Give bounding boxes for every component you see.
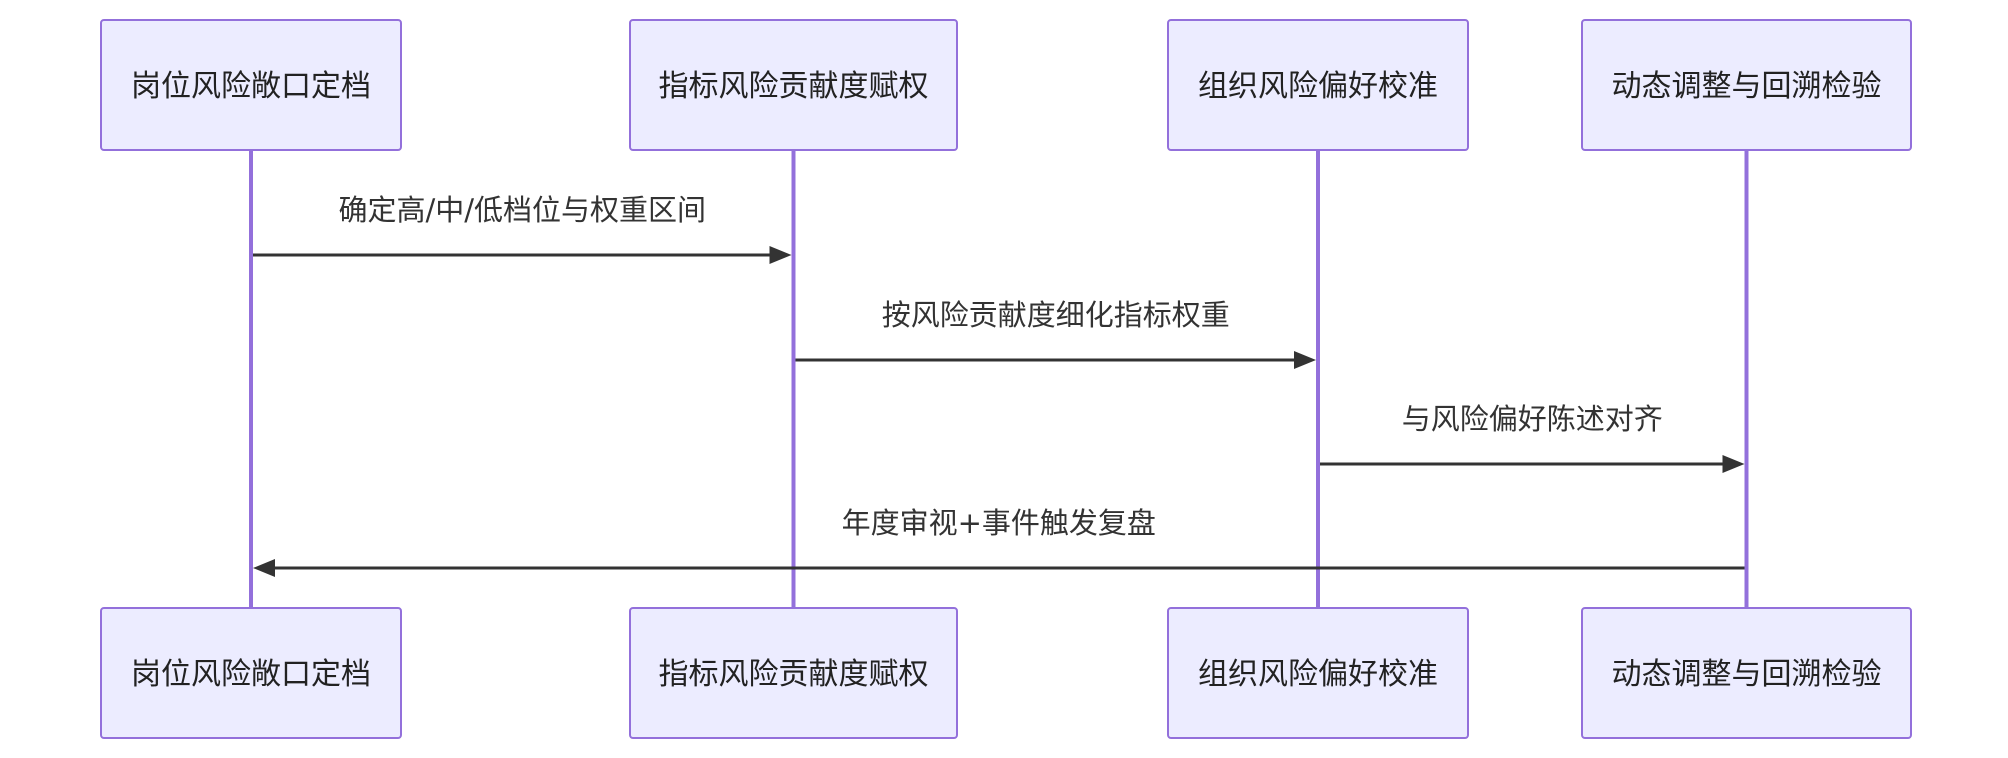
arrowhead-icon [1294, 351, 1316, 369]
lifelines [249, 150, 1749, 608]
actor-label: 动态调整与回溯检验 [1612, 69, 1882, 104]
actor-box [629, 607, 958, 739]
message-2: 按风险贡献度细化指标权重 [795, 298, 1316, 369]
actor-box [100, 19, 402, 151]
actor-box [100, 607, 402, 739]
actor-box [1581, 607, 1912, 739]
message-1: 确定高/中/低档位与权重区间 [253, 193, 792, 264]
actor-box [1167, 607, 1469, 739]
actor-bottom-p4: 动态调整与回溯检验 [1581, 607, 1912, 739]
actor-top-p3: 组织风险偏好校准 [1167, 19, 1469, 151]
message-3: 与风险偏好陈述对齐 [1320, 402, 1745, 473]
arrowhead-icon [769, 246, 792, 264]
actor-top-p4: 动态调整与回溯检验 [1581, 19, 1912, 151]
messages: 确定高/中/低档位与权重区间按风险贡献度细化指标权重与风险偏好陈述对齐年度审视+… [253, 193, 1745, 577]
actor-label: 组织风险偏好校准 [1198, 69, 1438, 104]
actor-box [1581, 19, 1912, 151]
actor-label: 组织风险偏好校准 [1198, 657, 1438, 692]
actor-label: 动态调整与回溯检验 [1612, 657, 1882, 692]
actor-label: 指标风险贡献度赋权 [659, 69, 929, 104]
actor-label: 岗位风险敞口定档 [131, 69, 371, 104]
arrowhead-icon [253, 559, 275, 577]
message-4: 年度审视+事件触发复盘 [253, 506, 1745, 577]
message-label: 确定高/中/低档位与权重区间 [338, 193, 706, 227]
actor-top-p1: 岗位风险敞口定档 [100, 19, 402, 151]
message-label: 年度审视+事件触发复盘 [842, 506, 1156, 540]
actor-box [1167, 19, 1469, 151]
actor-bottom-p1: 岗位风险敞口定档 [100, 607, 402, 739]
actor-bottom-p3: 组织风险偏好校准 [1167, 607, 1469, 739]
actor-box [629, 19, 958, 151]
actor-label: 指标风险贡献度赋权 [659, 657, 929, 692]
actor-bottom-p2: 指标风险贡献度赋权 [629, 607, 958, 739]
message-label: 与风险偏好陈述对齐 [1402, 402, 1663, 436]
message-label: 按风险贡献度细化指标权重 [882, 298, 1230, 332]
actors: 岗位风险敞口定档岗位风险敞口定档指标风险贡献度赋权指标风险贡献度赋权组织风险偏好… [100, 19, 1912, 739]
actor-top-p2: 指标风险贡献度赋权 [629, 19, 958, 151]
actor-label: 岗位风险敞口定档 [131, 657, 371, 692]
arrowhead-icon [1722, 455, 1745, 473]
